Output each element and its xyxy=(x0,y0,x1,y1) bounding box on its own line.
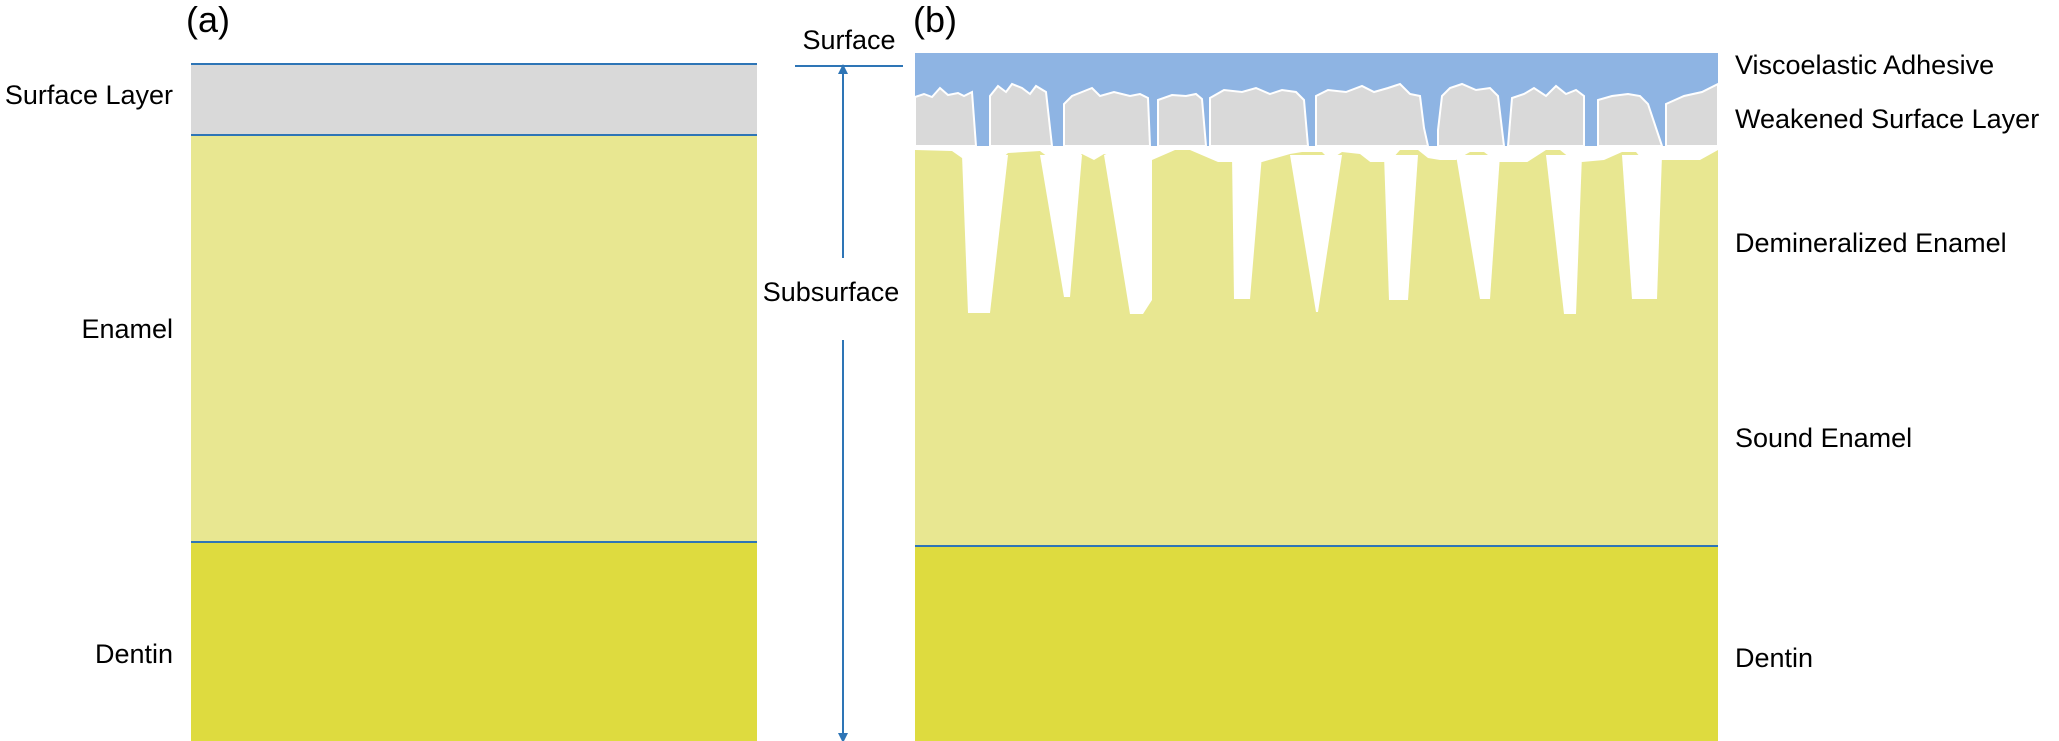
surface-fragment xyxy=(1665,82,1719,147)
surface-fragment xyxy=(1063,86,1152,147)
channel xyxy=(1456,155,1500,299)
surface-fragment xyxy=(1157,92,1208,147)
surface-fragment xyxy=(914,86,978,147)
channel xyxy=(1384,155,1418,300)
channel xyxy=(1546,155,1582,314)
panel-a-surface-layer-label: Surface Layer xyxy=(5,80,173,110)
surface-fragment xyxy=(1506,84,1585,147)
panel-b-tag: (b) xyxy=(913,0,957,40)
channel xyxy=(962,155,1008,313)
panel-a-dentin xyxy=(191,542,757,741)
channel xyxy=(1104,155,1152,314)
viscoelastic-adhesive-label: Viscoelastic Adhesive xyxy=(1735,50,1994,80)
surface-fragment xyxy=(1315,82,1430,147)
panel-a-surface-layer xyxy=(191,64,757,135)
sound-enamel-label: Sound Enamel xyxy=(1735,423,1912,453)
surface-fragment xyxy=(989,82,1054,147)
panel-a: (a) Surface Layer Enamel Dentin xyxy=(5,0,757,741)
panel-b-dentin-label: Dentin xyxy=(1735,643,1813,673)
channel xyxy=(1622,155,1662,299)
panel-a-dentin-label: Dentin xyxy=(95,639,173,669)
panel-b: (b) xyxy=(913,0,2039,741)
panel-a-tag: (a) xyxy=(186,0,230,40)
panel-a-enamel-label: Enamel xyxy=(81,314,173,344)
panel-b-dentin xyxy=(915,546,1718,741)
subsurface-label: Subsurface xyxy=(763,277,900,307)
demineralized-enamel-label: Demineralized Enamel xyxy=(1735,228,2007,258)
weakened-surface-layer-label: Weakened Surface Layer xyxy=(1735,104,2039,134)
channel xyxy=(1290,155,1342,312)
panel-a-enamel xyxy=(191,135,757,542)
channel xyxy=(1040,155,1082,297)
panel-b-weakened-surface-layer xyxy=(914,82,1719,147)
surface-label: Surface xyxy=(802,25,895,55)
surface-fragment xyxy=(1437,82,1506,147)
surface-fragment xyxy=(1597,92,1664,147)
channel xyxy=(1232,155,1262,299)
surface-fragment xyxy=(1209,86,1310,147)
depth-scale: Surface Subsurface xyxy=(763,25,903,741)
panel-b-demineralized-channels xyxy=(962,155,1662,314)
